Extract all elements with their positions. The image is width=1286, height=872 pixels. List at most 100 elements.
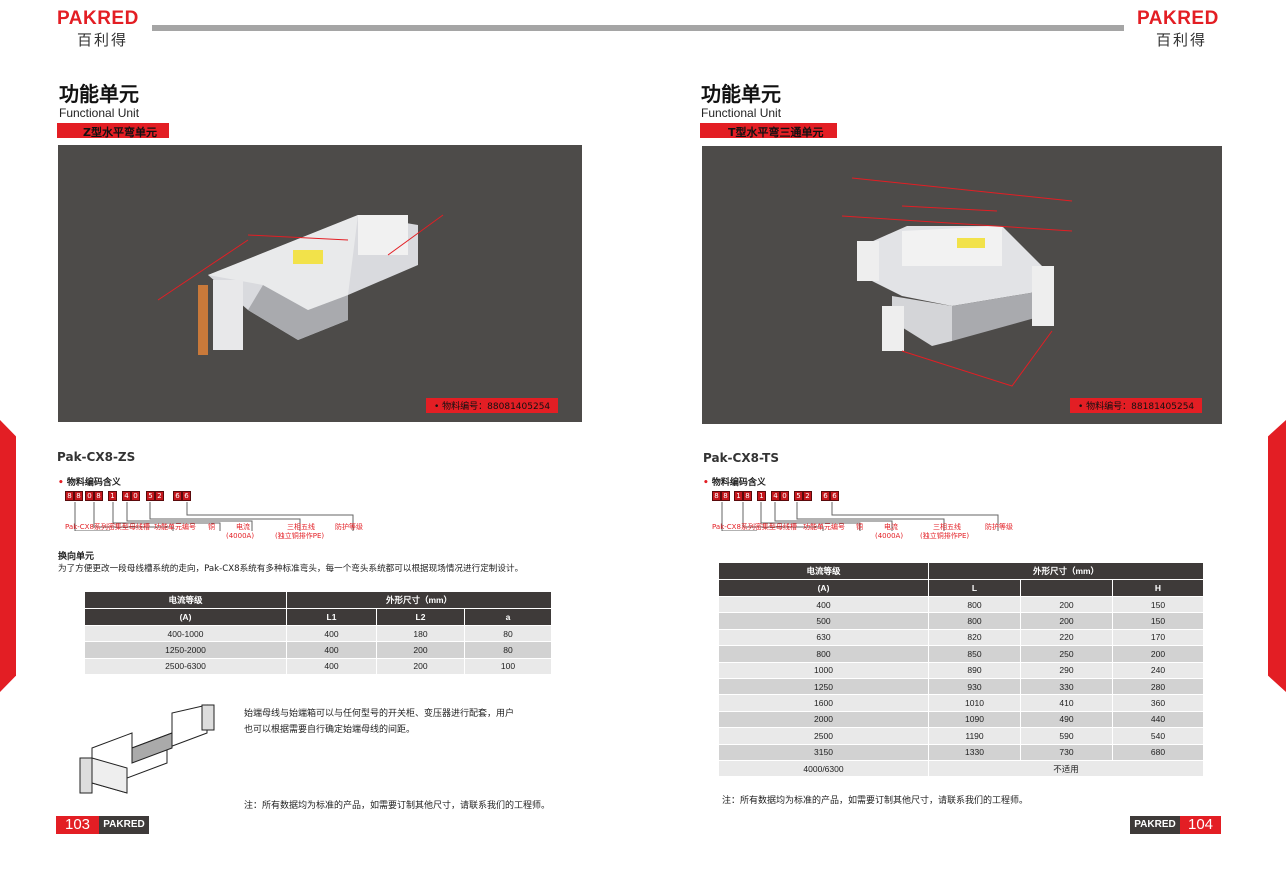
code-digit: 1 <box>108 491 117 501</box>
cell: 400 <box>286 624 377 643</box>
code-digit: 0 <box>780 491 789 501</box>
model-name: Pak-CX8-ZS <box>57 450 136 464</box>
cell: 80 <box>464 641 552 659</box>
code-diagram: 8 8 1 8 1 4 0 5 2 6 6 <box>712 491 1032 541</box>
code-digit: 1 <box>757 491 766 501</box>
brand-logo-cn-right: 百利得 <box>1156 31 1208 49</box>
cell: 360 <box>1112 694 1204 712</box>
code-label: 功能单元编号 <box>803 523 845 531</box>
table-header: a <box>464 608 552 626</box>
table-header: L1 <box>286 608 377 626</box>
page-number: 103 <box>56 816 99 834</box>
cell: 400 <box>718 595 929 614</box>
table-header: 电流等级 <box>84 591 287 609</box>
cell: 400-1000 <box>84 624 287 643</box>
table-header: H <box>1112 579 1204 597</box>
code-label: 铜 <box>208 523 215 531</box>
table-header: (A) <box>84 608 287 626</box>
table-header: L2 <box>376 608 465 626</box>
cell: 800 <box>928 595 1021 614</box>
cell: 1010 <box>928 694 1021 712</box>
cell: 3150 <box>718 743 929 761</box>
code-label: 电流 <box>236 523 250 531</box>
code-label: 防护等级 <box>985 523 1013 531</box>
code-label: (独立铜排作PE) <box>275 532 325 540</box>
z-bend-line-drawing <box>79 704 215 794</box>
code-label: (4000A) <box>875 532 904 540</box>
code-diagram: 8 8 0 8 1 4 0 5 2 6 6 <box>65 491 385 541</box>
cell: 1250-2000 <box>84 641 287 659</box>
left-side-tab <box>0 420 16 692</box>
cell: 330 <box>1020 677 1113 696</box>
code-digit: 0 <box>131 491 140 501</box>
code-meaning-label: 物料编码含义 <box>66 478 121 488</box>
right-side-tab <box>1268 420 1286 692</box>
code-digit: 2 <box>803 491 812 501</box>
cell: 1330 <box>928 743 1021 761</box>
cell: 200 <box>1020 612 1113 630</box>
cell: 100 <box>464 657 552 676</box>
cell: 1250 <box>718 677 929 696</box>
cell: 1190 <box>928 727 1021 745</box>
code-digit: 1 <box>734 491 743 501</box>
code-meaning-title: • 物料编码含义 <box>703 478 766 488</box>
cell: 590 <box>1020 727 1113 745</box>
cell: 2500-6300 <box>84 657 287 676</box>
cell: 280 <box>1112 677 1204 696</box>
code-meaning-label: 物料编码含义 <box>711 478 766 488</box>
note: 注：所有数据均为标准的产品，如需要订制其他尺寸，请联系我们的工程师。 <box>244 801 551 811</box>
cell: 200 <box>376 641 465 659</box>
cell: 540 <box>1112 727 1204 745</box>
code-digit: 6 <box>173 491 182 501</box>
note: 注：所有数据均为标准的产品，如需要订制其他尺寸，请联系我们的工程师。 <box>722 796 1029 806</box>
code-label: 电流 <box>884 523 898 531</box>
page-title: 功能单元 <box>701 82 781 106</box>
cell: 1000 <box>718 661 929 679</box>
table-header: 外形尺寸（mm） <box>286 591 552 609</box>
cell: 1090 <box>928 710 1021 729</box>
code-label: (独立铜排作PE) <box>920 532 970 540</box>
cell: 680 <box>1112 743 1204 761</box>
cell: 630 <box>718 628 929 647</box>
cell: 730 <box>1020 743 1113 761</box>
header-bar <box>152 25 1124 31</box>
code-digit: 8 <box>712 491 721 501</box>
code-digit: 2 <box>155 491 164 501</box>
cell: 800 <box>718 645 929 663</box>
brand-logo-right: PAKRED <box>1137 8 1219 29</box>
cell: 820 <box>928 628 1021 647</box>
cell: 440 <box>1112 710 1204 729</box>
brand-logo-cn-left: 百利得 <box>77 31 129 49</box>
code-digit: 5 <box>146 491 155 501</box>
table-header: 外形尺寸（mm） <box>928 562 1204 580</box>
code-digit: 4 <box>771 491 780 501</box>
material-number: • 物料编号：88081405254 <box>426 398 559 413</box>
cell: 4000/6300 <box>718 759 929 778</box>
code-label: 铜 <box>856 523 863 531</box>
code-label: 功能单元编号 <box>154 523 196 531</box>
code-meaning-title: • 物料编码含义 <box>58 478 121 488</box>
code-digit: 8 <box>74 491 83 501</box>
material-number: • 物料编号：88181405254 <box>1070 398 1203 413</box>
section-heading: 换向单元 <box>58 552 95 562</box>
cell: 200 <box>376 657 465 676</box>
footer-logo: PAKRED <box>1130 816 1180 834</box>
unit-tag: Z型水平弯单元 <box>57 123 169 139</box>
code-label: (4000A) <box>226 532 255 540</box>
cell: 400 <box>286 657 377 676</box>
cell: 930 <box>928 677 1021 696</box>
code-label: 三相五线 <box>933 523 961 531</box>
table-header <box>1020 579 1113 597</box>
cell: 400 <box>286 641 377 659</box>
